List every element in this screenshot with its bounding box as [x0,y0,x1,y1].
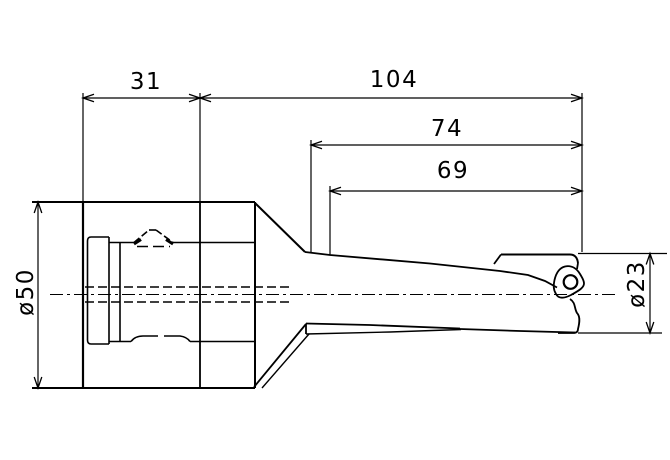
dimension-labels: 31 104 74 69 ø50 ø23 [13,67,650,316]
collet-left-outline [86,236,109,345]
arrow-69-right [570,186,584,196]
drill-tip [552,262,585,334]
flute-bottom-edge-merged [459,328,576,334]
insert-screw-hole [562,274,579,290]
cam-bottom-bump-left [130,335,158,342]
taper-section [253,202,310,389]
cam-slope-right [155,229,174,244]
taper-bottom-flute-edge [261,333,310,389]
dim-label-usable-length: 69 [437,158,469,184]
flute-top-helix-edge [304,251,558,289]
arrow-dia23-bottom [645,321,655,335]
cam-joint-left [133,238,142,246]
tip-right-edge-lower [558,298,581,334]
flute-bottom-edge-upper [305,322,461,330]
shank-body [32,201,256,389]
cam-bottom-bump-right [164,335,191,342]
flute-section [304,251,579,335]
dim-label-flute-length: 74 [431,116,463,142]
arrowheads [33,93,655,390]
arrow-31-left [81,93,95,103]
extension-lines [82,93,667,334]
tip-top-od-edge [501,253,579,264]
arrow-74-left [309,140,323,150]
taper-top-edge [254,202,306,253]
flute-bottom-edge-lower [305,328,462,335]
dimension-lines [37,97,651,388]
arrow-dia23-top [645,251,655,265]
collet-detail [86,229,254,345]
cam-slope-left [133,229,150,244]
arrow-104-left [198,93,212,103]
dim-label-shank-length: 31 [130,69,162,95]
arrow-104-right [570,93,584,103]
taper-bottom-edge [253,323,307,388]
dim-label-body-length: 104 [370,67,418,93]
tip-right-edge-upper [576,262,579,270]
dim-label-shank-diameter: ø50 [13,268,39,316]
dim-label-cutting-diameter: ø23 [624,260,650,308]
insert-outline [552,265,585,299]
margin-step [493,253,502,265]
arrow-74-right [570,140,584,150]
arrow-69-left [328,186,342,196]
cam-joint-right [165,238,174,246]
